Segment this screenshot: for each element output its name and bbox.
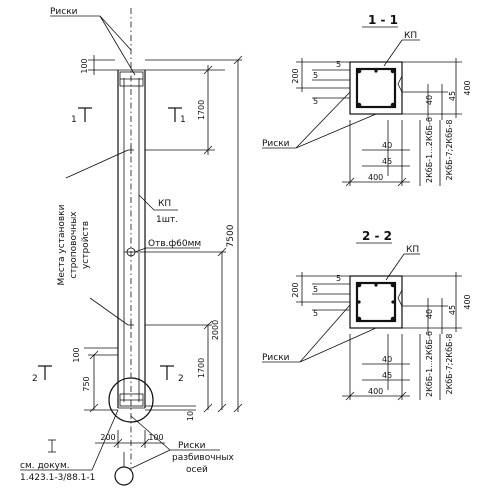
- label-mesta-1: Места установки: [57, 204, 67, 285]
- dim-1700-bot: 1700: [197, 358, 206, 378]
- section-2-2-title: 2 - 2: [362, 229, 392, 243]
- s1-marks-2: 2КбБ-7;2КбБ-8: [445, 119, 454, 180]
- s1-dim-40b: 40: [382, 141, 392, 150]
- label-mesta-3: устройств: [81, 221, 91, 269]
- s1-dim-5a: 5: [336, 60, 341, 69]
- s1-dim-45: 45: [448, 91, 457, 101]
- dim-100-bot: 100: [72, 347, 81, 362]
- label-osey: осей: [186, 465, 208, 475]
- label-otv: Отв.ф60мм: [148, 239, 201, 249]
- s1-dim-40: 40: [425, 95, 434, 105]
- s2-dim-45: 45: [448, 305, 457, 315]
- cut-marks: 1 1 2 2: [32, 107, 186, 384]
- label-riski-sec2: Риски: [262, 353, 290, 363]
- label-kp-main: КП: [158, 199, 171, 209]
- label-sm-dokum-2: 1.423.1-3/88.1-1: [20, 473, 95, 483]
- dim-750: 750: [82, 376, 91, 391]
- s2-dim-40b: 40: [382, 355, 392, 364]
- cut-1-left: 1: [71, 115, 77, 125]
- s1-dim-400h: 400: [368, 173, 383, 182]
- label-riski-bottom: Риски: [178, 441, 206, 451]
- cut-1-right: 1: [180, 115, 186, 125]
- section-2-2: 2 - 2 КП Риски 200 5 5 5 400: [262, 229, 472, 401]
- column-elevation: [48, 8, 154, 486]
- s1-dim-45b: 45: [382, 157, 392, 166]
- dim-1700-top: 1700: [197, 100, 206, 120]
- s1-marks-1: 2КбБ-1...2КбБ-6: [425, 117, 434, 183]
- s2-dim-5b: 5: [313, 285, 318, 294]
- s2-dim-5a: 5: [336, 274, 341, 283]
- label-mesta-2: строповочных: [69, 211, 79, 279]
- dim-10: 10: [186, 411, 195, 421]
- s2-dim-400v: 400: [463, 294, 472, 309]
- cut-2-right: 2: [178, 374, 184, 384]
- section-1-1: 1 - 1 КП Риски 200 5 5 5: [262, 13, 472, 187]
- s1-dim-5c: 5: [313, 97, 318, 106]
- s2-dim-45b: 45: [382, 371, 392, 380]
- label-riski-sec1: Риски: [262, 139, 290, 149]
- s2-dim-400h: 400: [368, 387, 383, 396]
- dim-100: 100: [80, 58, 89, 73]
- s2-marks-1: 2КбБ-1...2КбБ-6: [425, 331, 434, 397]
- s2-dim-40: 40: [425, 309, 434, 319]
- label-kp-qty: 1шт.: [156, 215, 178, 225]
- elevation-dimensions: 100 1700 7500 2000 1700 750: [72, 55, 243, 448]
- label-riski-top: Риски: [50, 7, 78, 17]
- section-1-1-title: 1 - 1: [368, 13, 398, 27]
- label-razbivochnyh: разбивочных: [172, 453, 235, 463]
- elevation-leaders: Риски Места установки строповочных устро…: [20, 7, 235, 483]
- label-kp-sec1: КП: [404, 31, 417, 41]
- s1-dim-5b: 5: [313, 71, 318, 80]
- s2-dim-200: 200: [291, 282, 300, 297]
- s1-dim-200: 200: [291, 68, 300, 83]
- s2-marks-2: 2КбБ-7;2КбБ-8: [445, 333, 454, 394]
- s1-dim-400v: 400: [463, 80, 472, 95]
- cut-2-left: 2: [32, 374, 38, 384]
- dim-2000: 2000: [211, 320, 220, 340]
- dim-200-bot: 200: [100, 433, 115, 442]
- label-sm-dokum-1: см. докум.: [20, 461, 70, 471]
- dim-7500: 7500: [226, 224, 236, 247]
- label-kp-sec2: КП: [406, 245, 419, 255]
- s2-dim-5c: 5: [313, 309, 318, 318]
- lifting-devices-label: Места установки строповочных устройств: [57, 204, 91, 285]
